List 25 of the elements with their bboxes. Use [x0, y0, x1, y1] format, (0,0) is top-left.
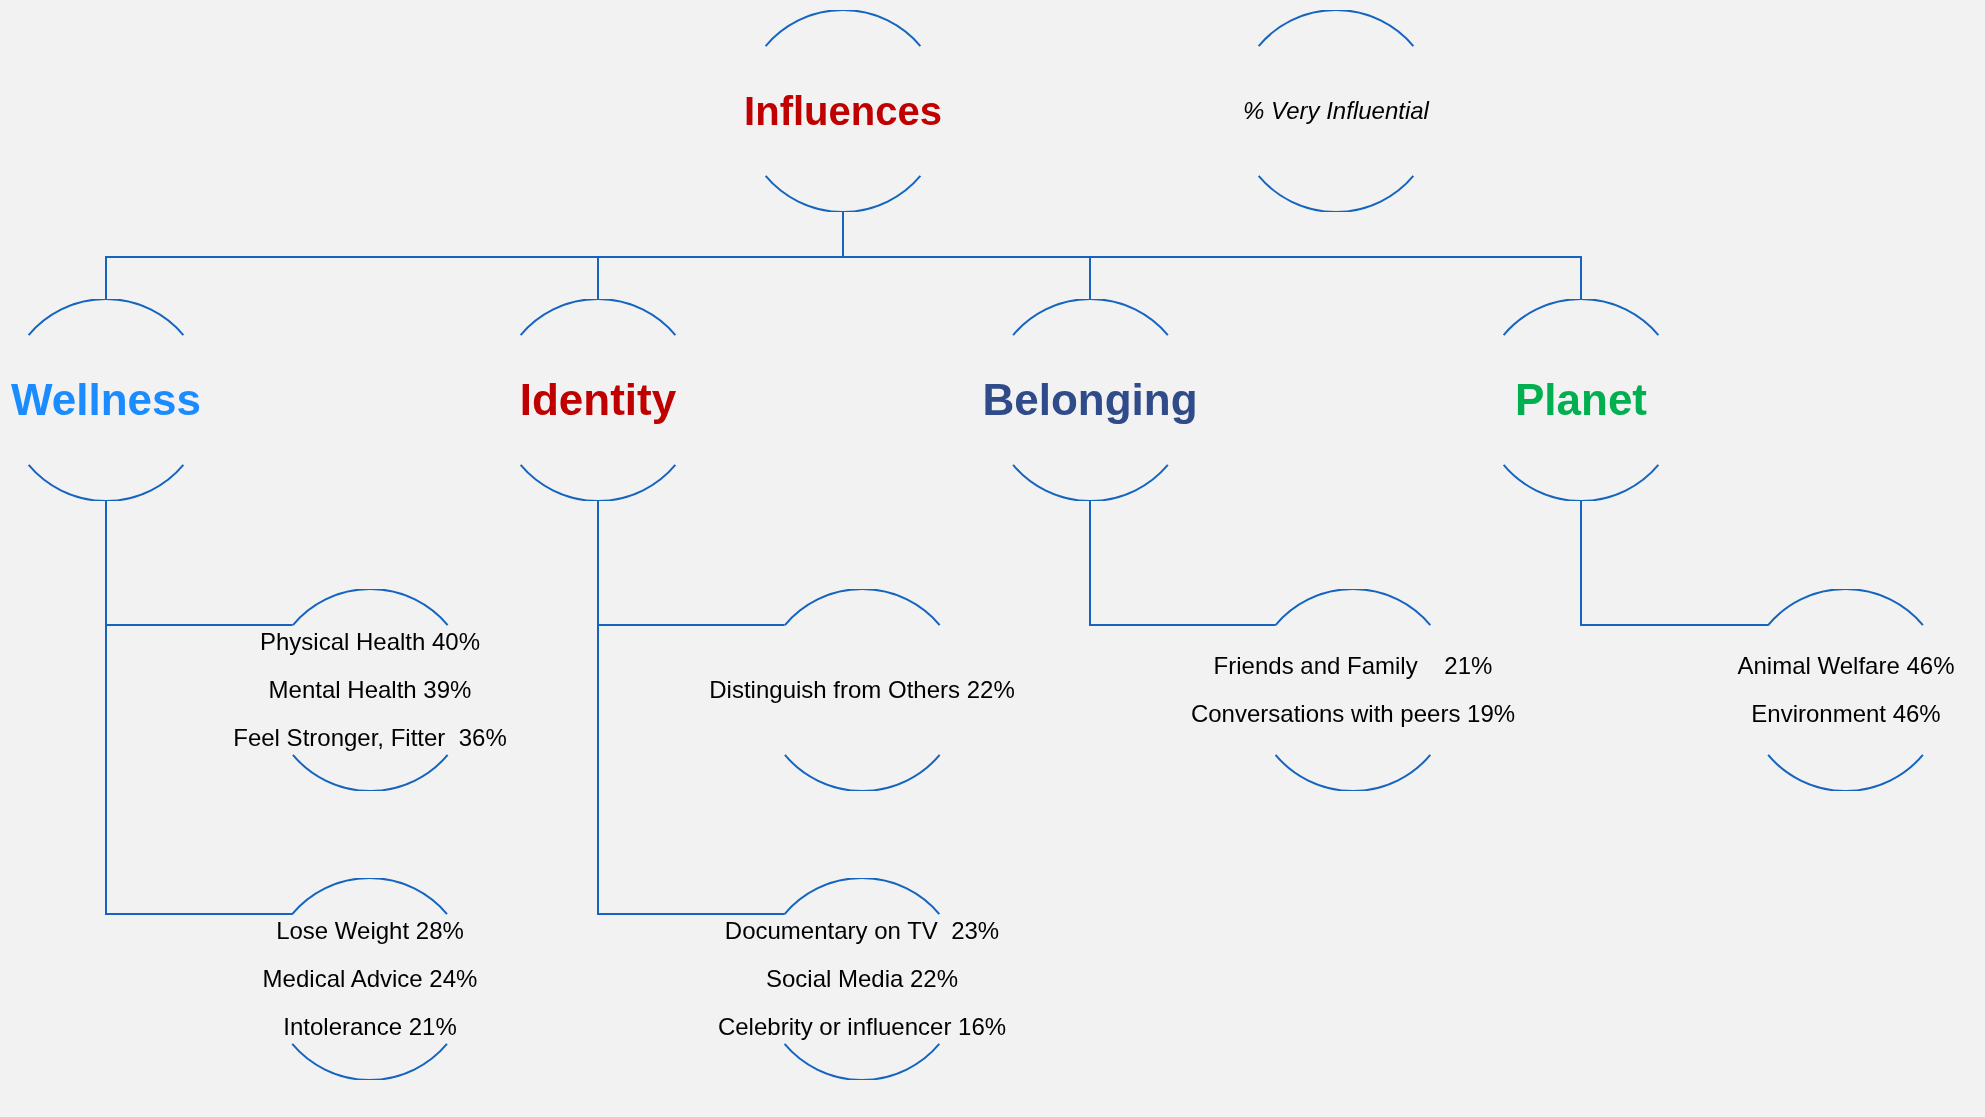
influence-item: Lose Weight 28%	[276, 916, 464, 946]
influence-item: Mental Health 39%	[268, 675, 472, 705]
node-title: Belonging	[982, 374, 1198, 426]
influence-item: Animal Welfare 46%	[1737, 651, 1955, 681]
connector-line	[105, 500, 294, 916]
influence-item: Medical Advice 24%	[262, 964, 478, 994]
influence-item: Social Media 22%	[765, 964, 959, 994]
node-title: Identity	[519, 374, 677, 426]
influence-item: Celebrity or influencer 16%	[717, 1012, 1007, 1042]
influence-item: Distinguish from Others 22%	[709, 675, 1015, 705]
influence-item: Physical Health 40%	[259, 627, 481, 657]
node-title: Planet	[1514, 374, 1647, 426]
connector-line	[1580, 500, 1770, 627]
connector-line	[597, 500, 786, 916]
note-text: % Very Influential	[1243, 96, 1429, 126]
node-title: Influences	[744, 88, 942, 135]
influence-item: Environment 46%	[1751, 699, 1941, 729]
influence-item: Friends and Family 21%	[1213, 651, 1493, 681]
influence-item: Feel Stronger, Fitter 36%	[233, 723, 507, 753]
connector-line	[842, 211, 1582, 300]
influence-item: Conversations with peers 19%	[1190, 699, 1516, 729]
connector-line	[1089, 500, 1277, 627]
node-title: Wellness	[11, 374, 201, 426]
influence-item: Intolerance 21%	[283, 1012, 457, 1042]
influence-item: Documentary on TV 23%	[724, 916, 1000, 946]
